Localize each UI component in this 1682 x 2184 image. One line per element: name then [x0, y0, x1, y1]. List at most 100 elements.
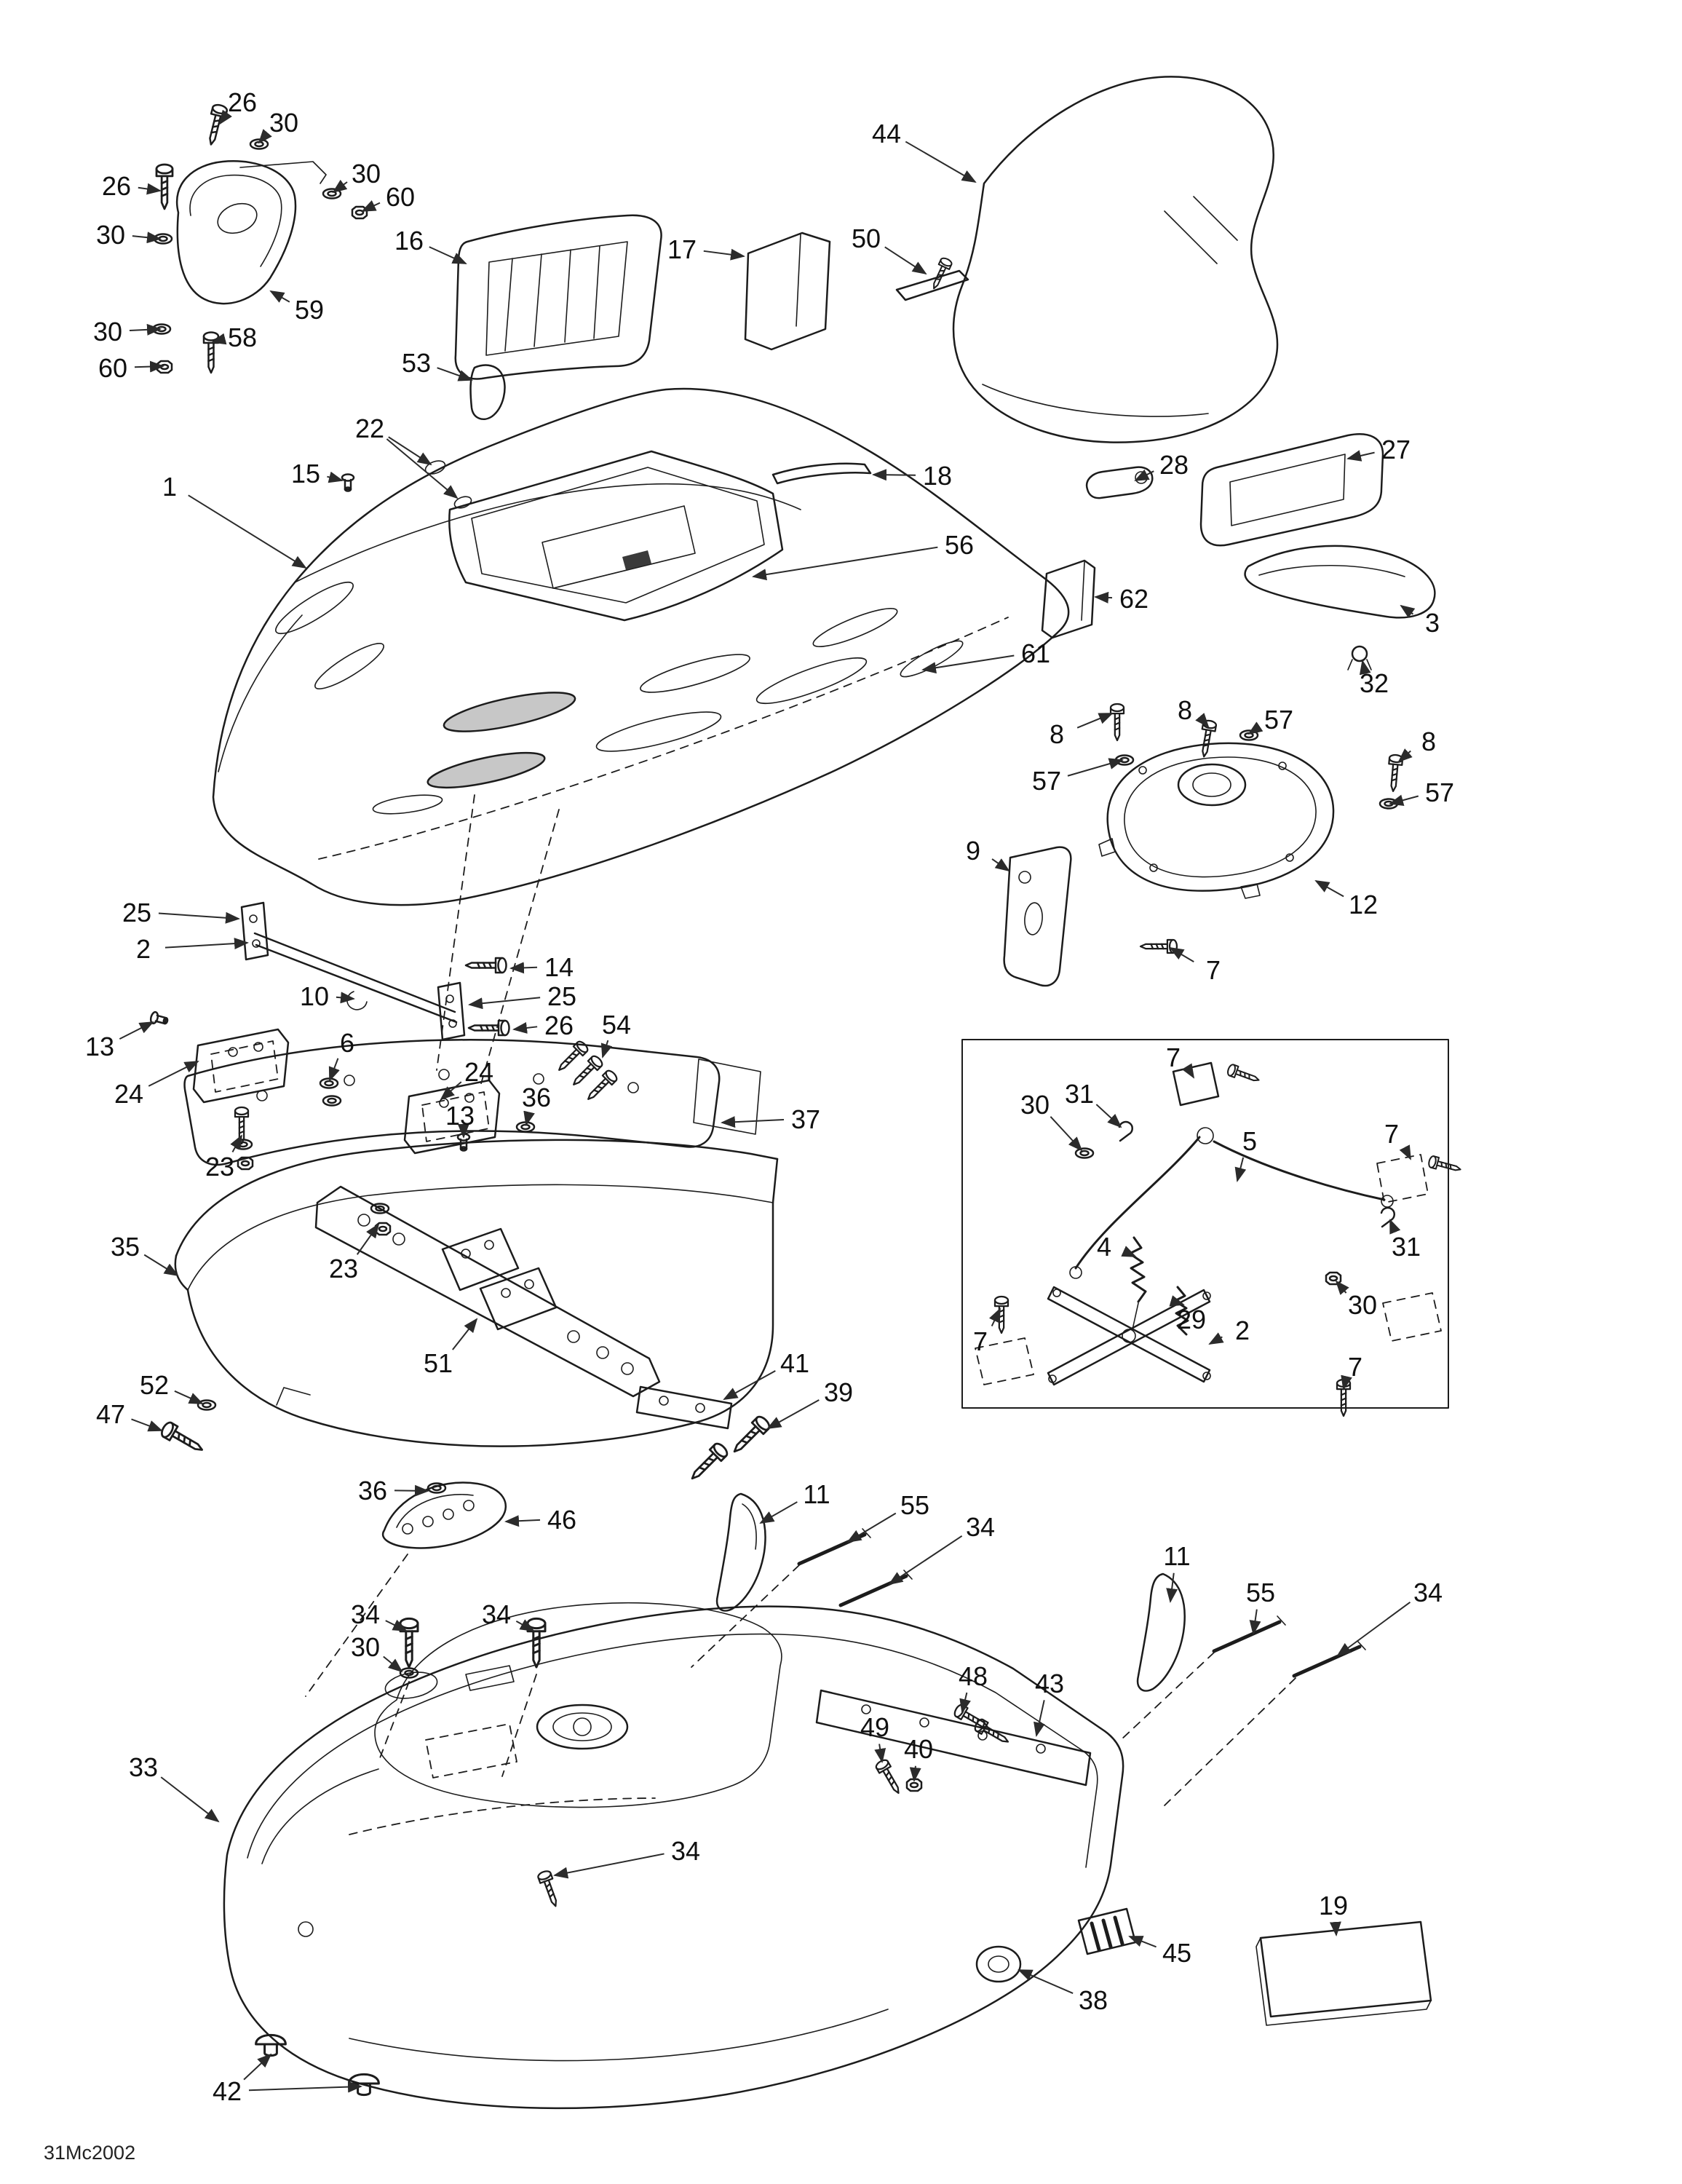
screw-glyph: [1226, 1062, 1262, 1087]
callout-leader: [1094, 591, 1113, 604]
callout-leader: [921, 654, 1015, 674]
callout-label: 8: [1050, 719, 1064, 749]
callout-label: 13: [85, 1032, 114, 1061]
callout-leader: [131, 1418, 163, 1432]
callout-leader: [361, 200, 381, 212]
callout-label: 55: [1246, 1578, 1275, 1607]
callout-label: 30: [352, 159, 381, 189]
diagram-artwork: [148, 76, 1463, 2110]
washer-glyph: [515, 1121, 536, 1133]
callout-leader: [723, 1370, 776, 1400]
callout-label: 48: [959, 1661, 988, 1691]
closeout-panel-part: [815, 1689, 1092, 1797]
callout-label: 57: [1425, 778, 1454, 807]
callout-label: 59: [295, 295, 324, 325]
callout-leader: [600, 1040, 613, 1059]
screw-glyph: [155, 163, 174, 210]
callout-label: 7: [973, 1326, 988, 1356]
screw-glyph: [1336, 1378, 1352, 1417]
screw-glyph: [1139, 938, 1178, 954]
callout-leader: [874, 1744, 886, 1763]
callout-label: 60: [98, 353, 127, 383]
callout-leader: [988, 1307, 1001, 1326]
callout-leader: [1095, 1104, 1122, 1128]
callout-label: 26: [228, 87, 257, 117]
callout-label: 4: [1097, 1232, 1111, 1262]
callout-label: 52: [140, 1370, 169, 1400]
callout-leader: [468, 997, 541, 1010]
callout-label: 40: [904, 1734, 933, 1764]
callout-leader: [504, 1515, 541, 1527]
callout-label: 50: [852, 223, 881, 253]
mirror-cup-part: [176, 160, 327, 305]
callout-label: 26: [544, 1010, 574, 1040]
console-trim-part: [1244, 545, 1436, 619]
callout-leader: [703, 248, 745, 261]
screw-glyph: [873, 1757, 905, 1797]
callout-label: 30: [1020, 1090, 1050, 1120]
callout-label: 2: [136, 934, 151, 964]
washer-glyph: [1378, 798, 1399, 810]
callout-leader: [846, 1512, 897, 1543]
reinforcement-part: [314, 1185, 661, 1398]
callout-leader: [429, 246, 467, 264]
callout-label: 44: [872, 119, 901, 149]
callout-leader: [752, 546, 938, 581]
screw-glyph: [526, 1617, 547, 1669]
callout-label: 14: [544, 952, 574, 982]
callout-label: 49: [860, 1712, 889, 1742]
callout-leader: [1247, 721, 1264, 735]
callout-leader: [1399, 1144, 1411, 1160]
callout-label: 58: [228, 323, 257, 352]
callout-leader: [385, 1619, 408, 1631]
front-pan-part: [174, 1139, 779, 1447]
callout-label: 25: [122, 898, 151, 927]
bumper-glyph: [348, 2073, 380, 2097]
callout-leader: [134, 360, 164, 373]
callout-label: 62: [1119, 584, 1149, 614]
callout-leader: [1034, 1700, 1045, 1737]
callout-label: 23: [329, 1254, 358, 1283]
callout-leader: [356, 1223, 380, 1255]
foam-strip-18: [771, 462, 872, 485]
callout-label: 31: [1065, 1079, 1094, 1109]
manual-book-part: [1255, 1920, 1432, 2026]
callout-label: 8: [1178, 695, 1192, 725]
deflector-part: [469, 364, 506, 420]
callout-leader: [230, 1134, 242, 1152]
callout-leader: [759, 1501, 798, 1524]
foam-pad-17: [744, 232, 831, 351]
callout-label: 61: [1021, 638, 1050, 668]
callout-label: 31: [1392, 1232, 1421, 1262]
screw-glyph: [202, 331, 220, 374]
callout-label: 51: [424, 1348, 453, 1378]
washer-glyph: [1114, 754, 1135, 766]
callout-leader: [143, 1254, 179, 1277]
callout-label: 34: [671, 1836, 700, 1866]
support-bracket-part: [305, 1481, 507, 1697]
callout-label: 26: [102, 171, 131, 201]
screw-glyph: [1427, 1155, 1463, 1176]
callout-leader: [269, 290, 290, 303]
callout-leader: [164, 938, 249, 950]
callout-label: 57: [1264, 705, 1293, 735]
callout-label: 54: [602, 1010, 631, 1040]
callout-leader: [909, 1765, 921, 1782]
callout-label: 47: [96, 1399, 125, 1429]
bumper-glyph: [255, 2033, 287, 2057]
callout-leader: [1346, 450, 1375, 462]
callout-label: 29: [1177, 1305, 1206, 1334]
callout-label: 7: [1384, 1119, 1399, 1149]
callout-leader: [1076, 713, 1114, 729]
callout-leader: [248, 2081, 362, 2093]
callout-label: 34: [966, 1512, 995, 1542]
callout-label: 43: [1035, 1669, 1064, 1698]
callout-leader: [336, 992, 355, 1004]
callout-label: 15: [291, 459, 320, 488]
callout-label: 55: [900, 1490, 929, 1520]
retainer-clip-glyph: [1118, 1120, 1134, 1142]
callout-label: 30: [351, 1632, 380, 1662]
callout-leader: [188, 494, 307, 569]
clamp-part: [1347, 645, 1372, 670]
callout-label: 38: [1079, 1985, 1108, 2015]
